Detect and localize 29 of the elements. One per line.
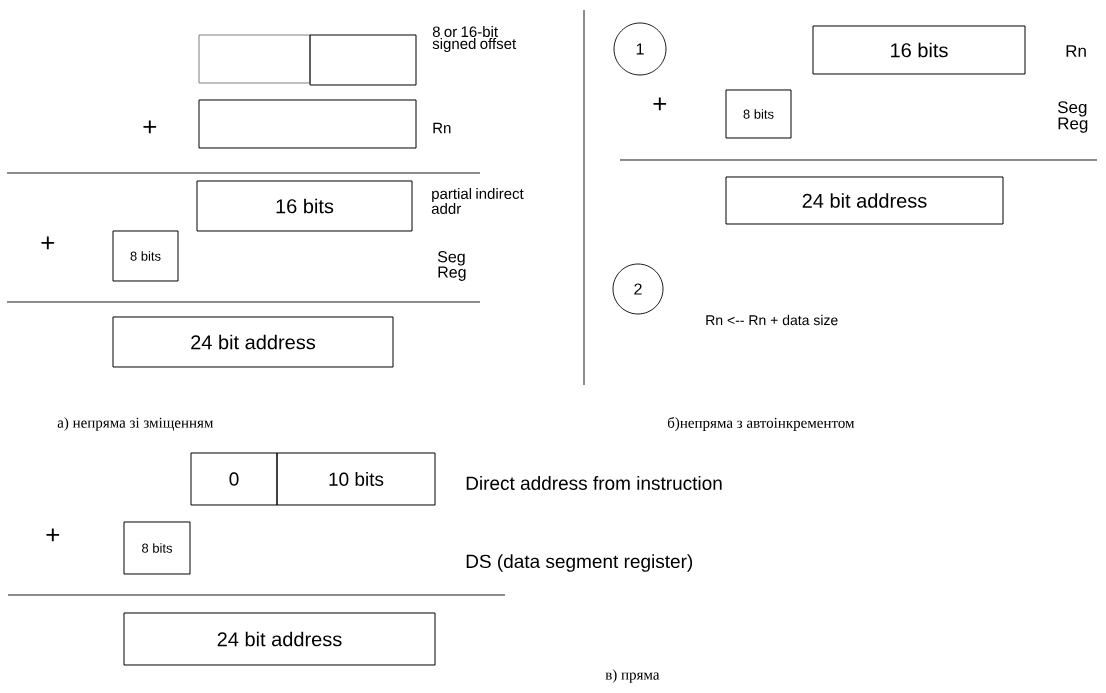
- register-box: 24 bit address: [725, 176, 1004, 225]
- side-label: Seg Reg: [437, 251, 466, 281]
- caption: в) пряма: [605, 669, 660, 683]
- side-label: Rn: [433, 122, 451, 134]
- register-box: 16 bits: [812, 25, 1026, 75]
- register-box: 10 bits: [276, 452, 436, 506]
- register-box: 16 bits: [196, 180, 413, 232]
- register-box: 24 bit address: [112, 316, 394, 368]
- plus-sign: +: [41, 236, 55, 250]
- register-box: 8 bits: [725, 89, 792, 139]
- register-box: [198, 99, 417, 149]
- side-label: Rn: [1066, 45, 1086, 57]
- caption: а) непряма зі зміщенням: [57, 417, 214, 431]
- register-box: 0: [190, 452, 278, 506]
- register-box: 8 bits: [112, 230, 179, 282]
- register-box: [198, 34, 311, 84]
- register-box: 8 bits: [123, 521, 191, 575]
- caption: б)непряма з автоінкрементом: [667, 417, 855, 431]
- formula-text: Rn <-- Rn + data size: [706, 314, 838, 326]
- register-box: [309, 34, 417, 86]
- plus-sign: +: [46, 528, 60, 542]
- plus-sign: +: [143, 120, 157, 134]
- side-label: 8 or 16-bit signed offset: [432, 26, 517, 52]
- side-label: DS (data segment register): [466, 554, 693, 572]
- side-label: Seg Reg: [1057, 101, 1088, 133]
- side-label: partial indirect addr: [431, 188, 524, 214]
- side-label: Direct address from instruction: [466, 476, 722, 490]
- plus-sign: +: [653, 97, 667, 111]
- register-box: 24 bit address: [123, 612, 436, 666]
